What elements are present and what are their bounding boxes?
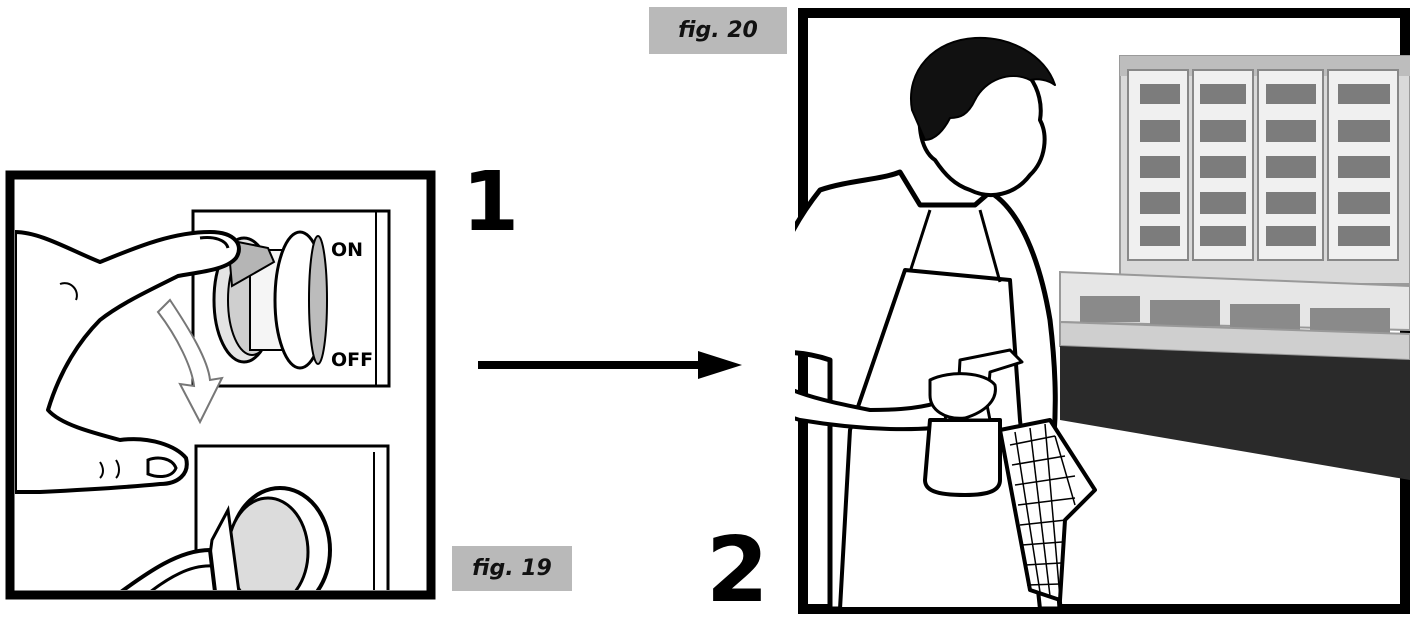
fig19-illustration: ON OFF (0, 0, 440, 615)
fig20-label: fig. 20 (649, 7, 787, 54)
step-number-2: 2 (706, 526, 769, 616)
fig20-illustration (795, 0, 1410, 615)
step-number-1: 1 (462, 162, 519, 244)
fig19-label: fig. 19 (452, 546, 572, 591)
on-label: ON (331, 239, 363, 261)
arrow-head-icon (698, 351, 742, 379)
off-label: OFF (331, 349, 373, 371)
step-arrow (470, 345, 750, 385)
